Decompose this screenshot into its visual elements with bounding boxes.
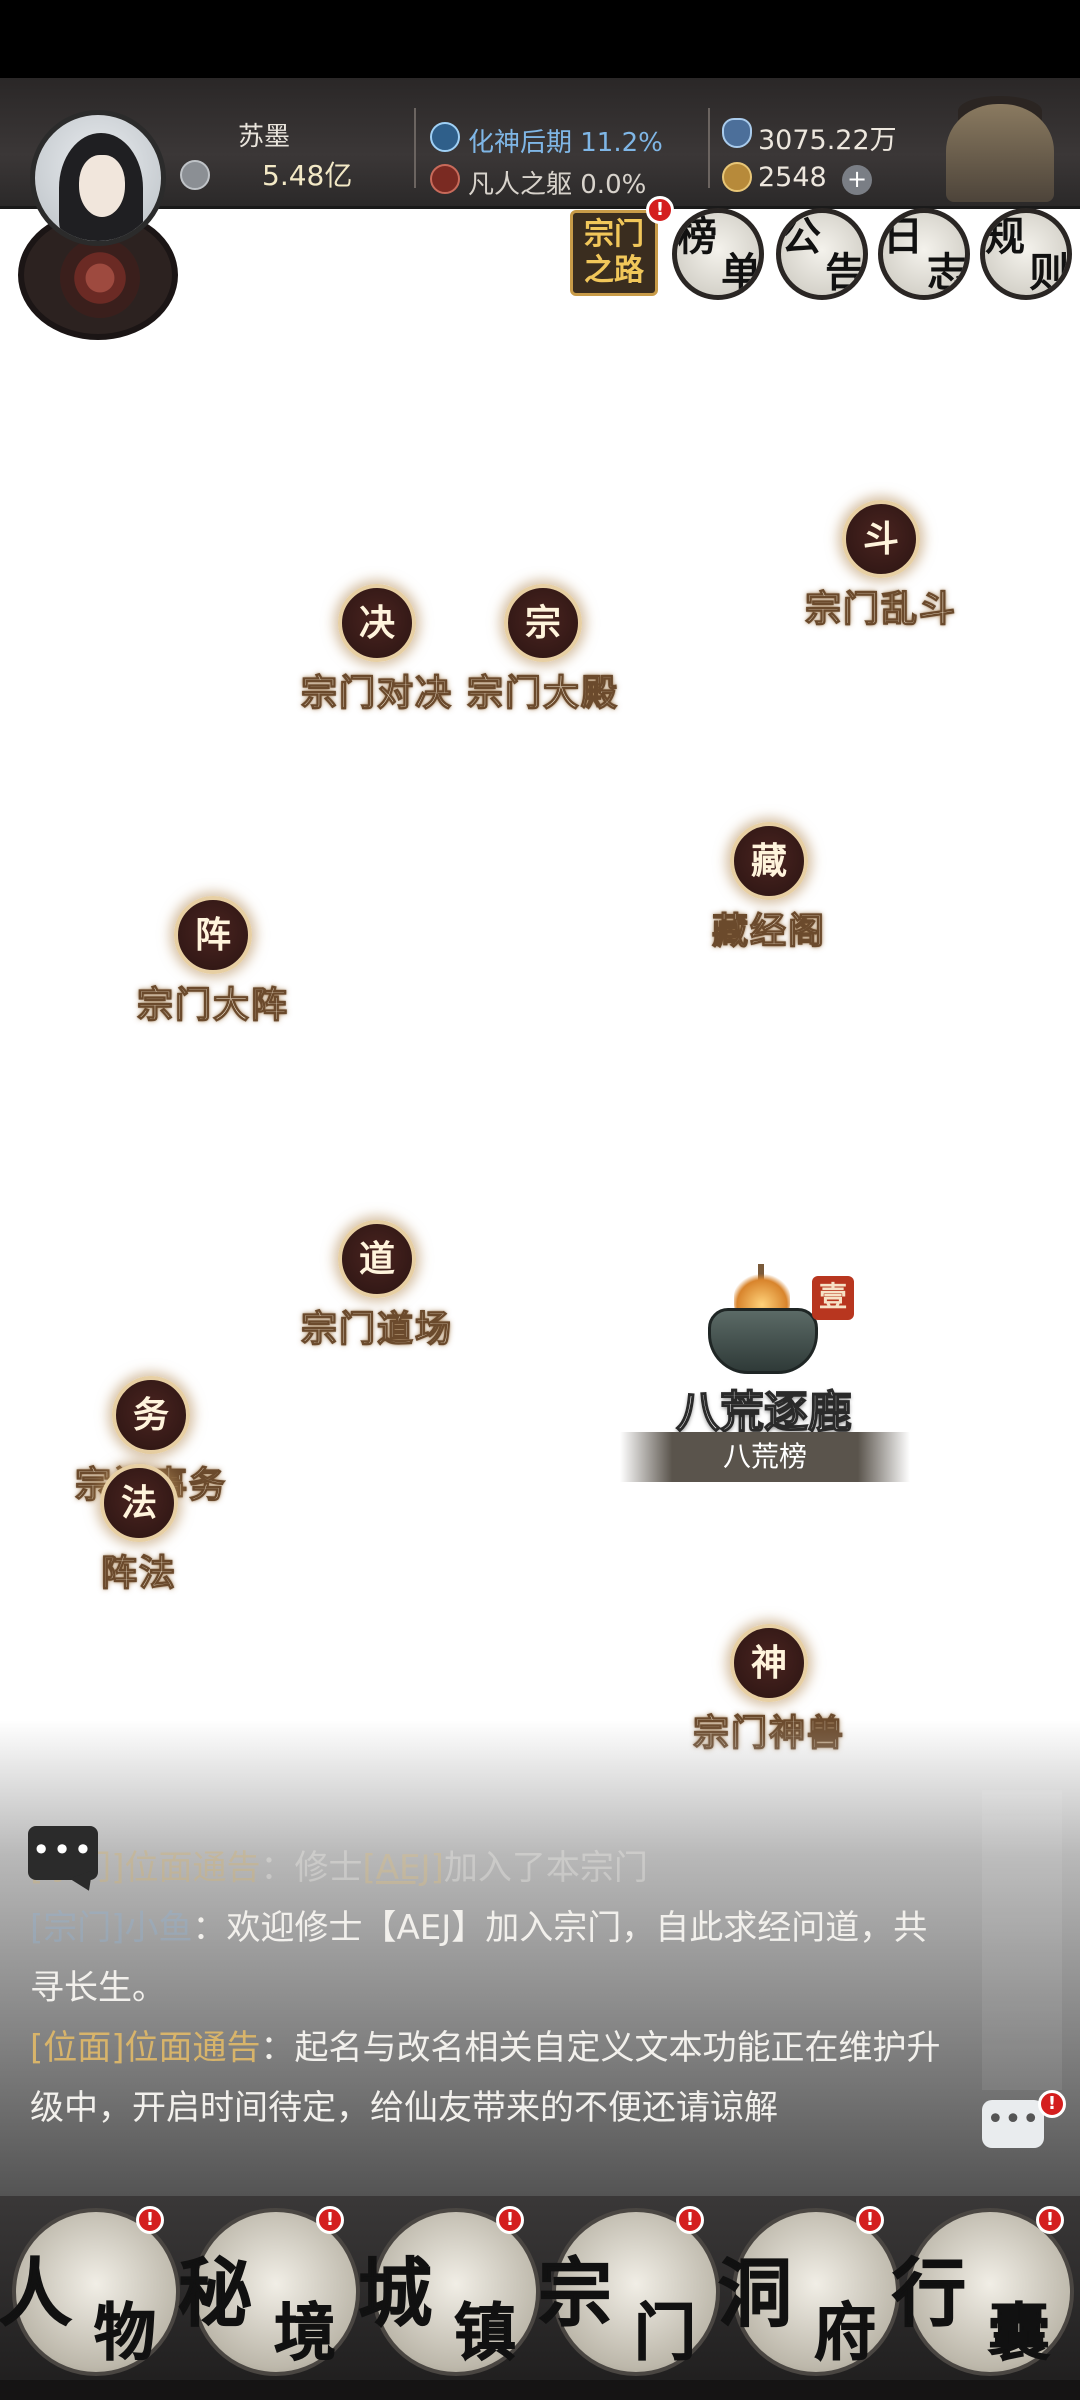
notification-badge: ! (856, 2206, 884, 2234)
sect-dojo-label: 宗门道场 (300, 1307, 454, 1350)
affairs-icon[interactable]: 务 (112, 1376, 190, 1454)
sect-road-label-1: 宗门 (584, 217, 644, 252)
nav-bag-button[interactable]: 行 囊 (892, 2208, 1074, 2376)
jade-icon (722, 162, 752, 192)
bahuang-ranking-ribbon[interactable]: 八荒榜 (620, 1432, 910, 1482)
spirit-stone-value: 5.48亿 (262, 159, 353, 192)
bottom-rim (0, 2380, 1080, 2400)
bahuang-cauldron-icon[interactable] (700, 1264, 822, 1380)
player-name: 苏墨 (238, 122, 291, 152)
sect-road-label-2: 之路 (584, 253, 644, 288)
add-resource-button[interactable]: + (842, 165, 872, 195)
nav-town-button[interactable]: 城 镇 (358, 2208, 540, 2376)
ranking-button[interactable]: 榜 单 (672, 208, 764, 300)
notification-badge: ! (316, 2206, 344, 2234)
header-divider (708, 108, 710, 188)
header-divider (414, 108, 416, 188)
sect-formation-label: 宗门大阵 (136, 983, 290, 1026)
beast-icon[interactable]: 神 (730, 1624, 808, 1702)
hall-icon[interactable]: 宗 (504, 584, 582, 662)
cave-dwelling-button[interactable] (946, 104, 1054, 202)
player-header (0, 78, 1080, 209)
nav-sect-button[interactable]: 宗 门 (538, 2208, 720, 2376)
avatar-portrait (30, 110, 166, 246)
notification-badge: ! (1038, 2090, 1066, 2118)
notification-badge: ! (136, 2206, 164, 2234)
announcement-button[interactable]: 公 告 (776, 208, 868, 300)
sect-brawl-label: 宗门乱斗 (804, 587, 958, 630)
spirit-stone-icon (180, 160, 210, 190)
formation-art-label: 阵法 (100, 1551, 178, 1594)
body-progress[interactable]: 凡人之躯 0.0% (468, 170, 647, 200)
chat-message: [位面]位面通告：起名与改名相关自定义文本功能正在维护升级中，开启时间待定，给仙… (30, 2028, 941, 2128)
notification-badge: ! (496, 2206, 524, 2234)
log-button[interactable]: 日 志 (878, 208, 970, 300)
duel-icon[interactable]: 决 (338, 584, 416, 662)
status-bar (0, 0, 1080, 78)
notification-badge: ! (676, 2206, 704, 2234)
bottom-nav (0, 2196, 1080, 2400)
scripture-icon[interactable]: 藏 (730, 822, 808, 900)
chat-message: [宗门]小鱼：欢迎修士【AEJ】加入宗门，自此求经问道，共寻长生。 (30, 1908, 928, 2008)
avatar[interactable] (18, 110, 178, 340)
brawl-icon[interactable]: 斗 (842, 500, 920, 578)
chat-bubble-icon[interactable]: ••• (28, 1826, 99, 1896)
nav-cave-button[interactable]: 洞 府 (718, 2208, 900, 2376)
chat-log[interactable]: [宗门]位面通告：修士[AEJ]加入了本宗门 [宗门]小鱼：欢迎修士【AEJ】加… (30, 1838, 950, 2138)
nav-character-button[interactable]: 人 物 (0, 2208, 180, 2376)
nav-secret-realm-button[interactable]: 秘 境 (178, 2208, 360, 2376)
sect-road-button[interactable]: 宗门 之路 (570, 210, 658, 296)
open-chat-button[interactable]: ••• (982, 2100, 1044, 2148)
formation-icon[interactable]: 阵 (174, 896, 252, 974)
rules-button[interactable]: 规 则 (980, 208, 1072, 300)
crystal-value: 3075.22万 (758, 125, 897, 156)
chat-side-panel (982, 1790, 1062, 2090)
sect-hall-label: 宗门大殿 (466, 671, 620, 714)
notification-badge: ! (1036, 2206, 1064, 2234)
dojo-icon[interactable]: 道 (338, 1220, 416, 1298)
realm-progress[interactable]: 化神后期 11.2% (468, 128, 663, 158)
rank-seal: 壹 (812, 1276, 854, 1320)
bahuang-title[interactable]: 八荒逐鹿 (675, 1386, 853, 1439)
chat-message: [宗门]位面通告：修士[AEJ]加入了本宗门 (30, 1848, 648, 1888)
jade-value: 2548 (758, 162, 827, 193)
crystal-icon (722, 118, 752, 148)
realm-icon (430, 122, 460, 152)
formation-art-icon[interactable]: 法 (100, 1464, 178, 1542)
scripture-pavilion-label: 藏经阁 (711, 909, 827, 952)
sect-duel-label: 宗门对决 (300, 671, 454, 714)
notification-badge: ! (646, 196, 674, 224)
body-icon (430, 164, 460, 194)
